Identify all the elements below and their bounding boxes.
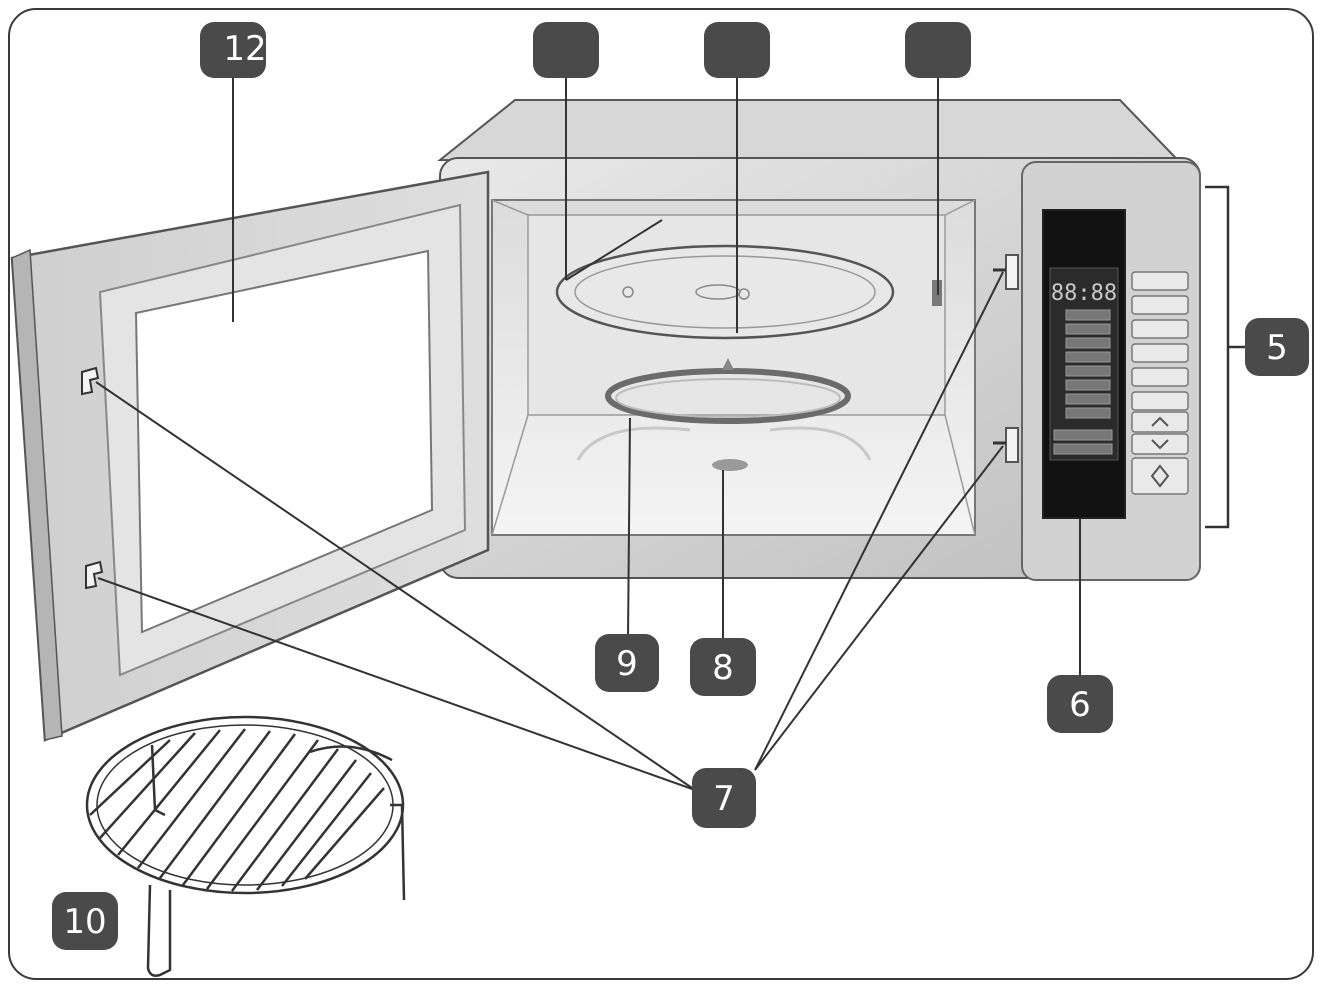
- cavity-edge: [944, 199, 976, 216]
- svg-text:8: 8: [712, 648, 734, 688]
- label-badge-coupler: 8: [690, 638, 756, 696]
- display-program-icons: [1053, 309, 1113, 455]
- turntable-plate-inner: [574, 255, 876, 329]
- cavity-edge: [944, 414, 976, 536]
- roller-ring-inner: [615, 378, 841, 418]
- coupler-tip: [722, 358, 734, 370]
- svg-text:5: 5: [1266, 328, 1288, 368]
- cavity-floor-light: [576, 426, 691, 461]
- start-icon: [1150, 464, 1170, 488]
- label-badge-top-left: [533, 22, 599, 78]
- door-latch-hook-lower: [85, 560, 104, 590]
- control-panel-bracket: [1205, 185, 1230, 529]
- grill-rack: [85, 715, 406, 977]
- svg-text:12: 12: [223, 29, 266, 69]
- svg-text:6: 6: [1069, 685, 1091, 725]
- button-3[interactable]: [1131, 319, 1189, 339]
- label-badge-top-mid: [704, 22, 770, 78]
- latch-hole-lower: [1005, 427, 1019, 463]
- door-latch-hook-upper: [81, 366, 100, 396]
- display-time: 88:88: [1051, 281, 1117, 306]
- control-buttons: [1131, 271, 1189, 495]
- button-2[interactable]: [1131, 295, 1189, 315]
- leader-lines: [95, 75, 1081, 791]
- cavity-edge: [491, 199, 529, 216]
- button-1[interactable]: [1131, 271, 1189, 291]
- turntable-plate: [555, 244, 895, 340]
- latch-hole-upper: [1005, 254, 1019, 290]
- label-badge-display: 6: [1047, 675, 1113, 733]
- turntable-tab: [738, 288, 750, 300]
- label-badge-roller-ring: 9: [595, 634, 659, 692]
- door-edge: [11, 248, 63, 741]
- coupler: [712, 459, 748, 471]
- chevron-up-icon: [1151, 416, 1169, 427]
- svg-text:9: 9: [616, 644, 638, 684]
- button-down[interactable]: [1131, 433, 1189, 455]
- button-5[interactable]: [1131, 367, 1189, 387]
- cavity-floor-light: [769, 426, 872, 461]
- label-badge-control-panel: 5: [1245, 318, 1309, 376]
- door-window: [134, 249, 434, 634]
- svg-text:10: 10: [63, 902, 106, 942]
- roller-ring: [605, 368, 851, 424]
- display-window: [1049, 267, 1119, 461]
- svg-text:7: 7: [713, 779, 735, 819]
- label-badge-top-right: [905, 22, 971, 78]
- button-up[interactable]: [1131, 411, 1189, 433]
- label-badge-latches: 7: [692, 768, 756, 828]
- cavity-edge: [491, 414, 529, 536]
- chevron-down-icon: [1151, 439, 1169, 450]
- button-4[interactable]: [1131, 343, 1189, 363]
- button-6[interactable]: [1131, 391, 1189, 411]
- label-badge-rack: 10: [52, 892, 118, 950]
- turntable-tab: [622, 286, 634, 298]
- button-start[interactable]: [1131, 457, 1189, 495]
- label-badge-door: 12: [200, 22, 267, 78]
